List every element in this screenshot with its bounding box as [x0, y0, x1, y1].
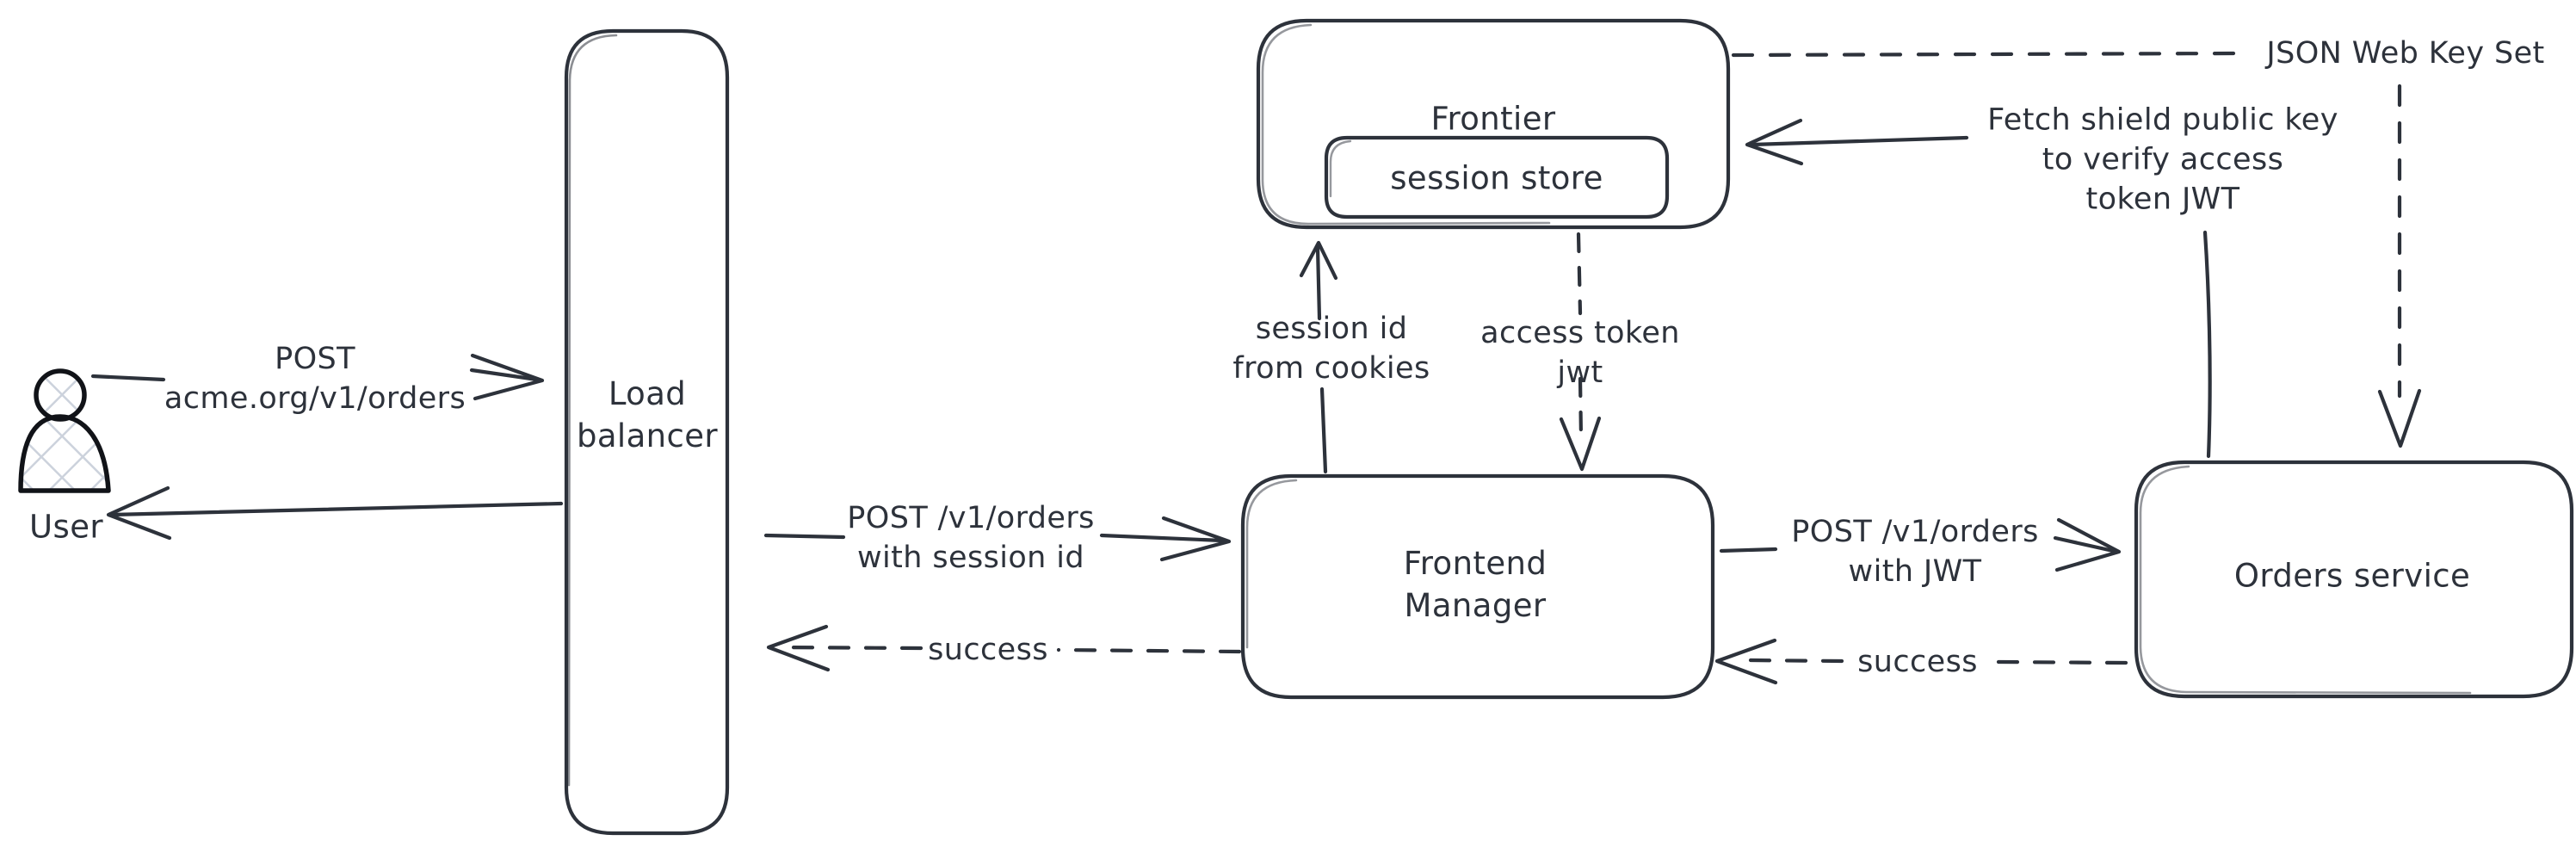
- edge-frontier-to-frontend-manager: [1576, 232, 1584, 440]
- edge-frontend-manager-to-orders-service: [1719, 517, 2122, 572]
- edge-load-balancer-to-user: [106, 485, 564, 541]
- frontier-box: [1256, 18, 1731, 230]
- edge-user-to-load-balancer: [90, 353, 545, 401]
- edge-frontend-manager-to-load-balancer: [776, 645, 1242, 654]
- arrowhead-jwks-down: [2377, 388, 2422, 448]
- arrowhead-success-left-2: [1714, 638, 1778, 685]
- edge-load-balancer-to-frontend-manager: [763, 516, 1232, 562]
- load-balancer-box: [564, 28, 730, 836]
- session-store-box: [1324, 135, 1670, 219]
- frontend-manager-box: [1240, 473, 1715, 700]
- orders-service-box: [2134, 460, 2574, 699]
- edge-frontier-to-orders-service: [1731, 51, 2402, 399]
- arrowhead-success-left-1: [766, 624, 831, 672]
- edge-orders-service-to-frontier: [1745, 118, 2212, 459]
- edge-frontend-manager-to-frontier: [1299, 240, 1338, 474]
- user-actor-figure: [18, 368, 111, 493]
- arrowhead-access-token-down: [1559, 416, 1602, 472]
- edge-orders-service-to-frontend-manager: [1745, 658, 2128, 665]
